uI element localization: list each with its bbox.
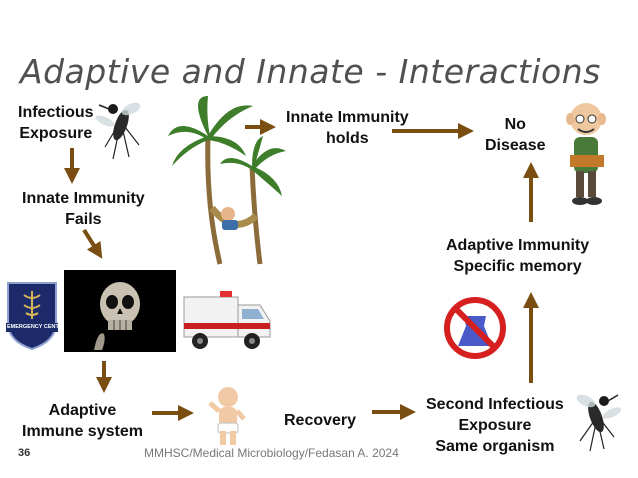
slide-title: Adaptive and Innate - Interactions bbox=[20, 52, 601, 91]
arrow-fails-to-skull bbox=[82, 228, 103, 259]
mosquito-icon bbox=[95, 102, 141, 160]
skull-icon bbox=[94, 282, 140, 350]
page-number: 36 bbox=[18, 447, 31, 459]
emergency-center-badge: EMERGENCY CENTER bbox=[4, 279, 67, 351]
ambulance-icon bbox=[183, 291, 271, 349]
caduceus-shield-icon bbox=[6, 282, 58, 351]
palm-hammock-icon bbox=[168, 96, 286, 265]
mosquito-icon-2 bbox=[576, 394, 622, 452]
label-recovery: Recovery bbox=[284, 412, 357, 429]
footer-text: MMHSC/Medical Microbiology/Fedasan A. 20… bbox=[144, 446, 399, 460]
emergency-badge-text: EMERGENCY CENTER bbox=[7, 324, 67, 330]
baby-icon bbox=[208, 387, 246, 445]
old-man-icon bbox=[566, 103, 606, 205]
skull-image bbox=[64, 270, 176, 352]
no-germs-sign-icon bbox=[444, 297, 506, 359]
